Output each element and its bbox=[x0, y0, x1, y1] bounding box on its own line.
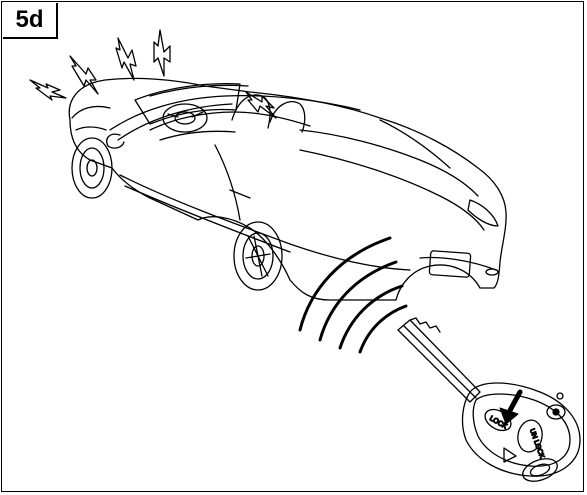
rear-wheel bbox=[233, 221, 283, 291]
car-drawing bbox=[68, 77, 507, 301]
press-arrow bbox=[499, 389, 523, 425]
signal-waves bbox=[298, 236, 408, 354]
alarm-flash-marks bbox=[29, 29, 277, 119]
step-label: 5d bbox=[3, 3, 58, 39]
front-wheel bbox=[71, 137, 113, 199]
key-remote: LOCK UN LOCK bbox=[397, 317, 581, 482]
